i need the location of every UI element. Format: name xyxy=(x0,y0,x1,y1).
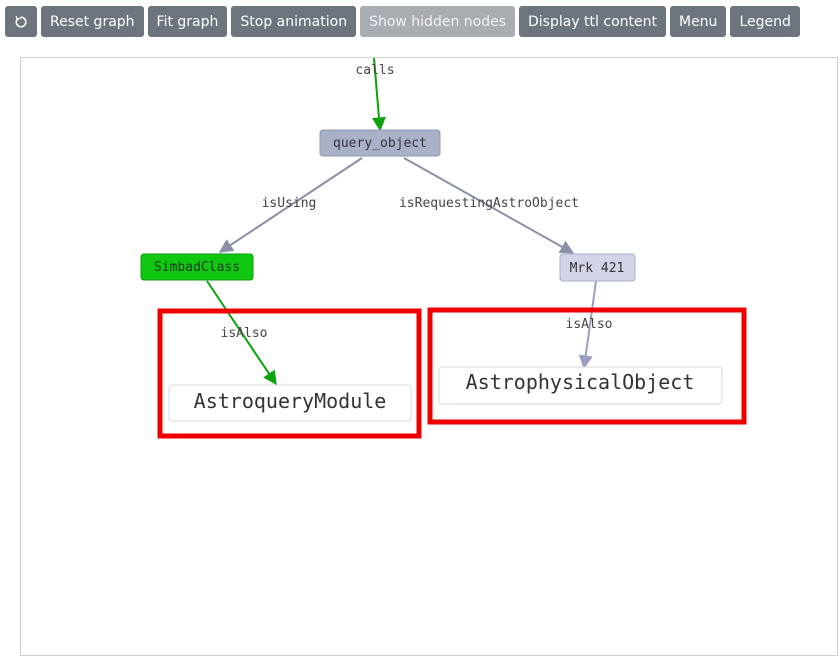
node-simbad-class[interactable]: SimbadClass xyxy=(140,253,254,281)
display-ttl-content-button[interactable]: Display ttl content xyxy=(519,6,666,37)
legend-button[interactable]: Legend xyxy=(730,6,800,37)
reset-graph-button[interactable]: Reset graph xyxy=(41,6,144,37)
graph-svg[interactable]: calls isUsing isRequestingAstroObject is… xyxy=(21,58,838,656)
refresh-button[interactable] xyxy=(5,6,37,37)
stop-animation-button[interactable]: Stop animation xyxy=(231,6,357,37)
node-simbad-class-label: SimbadClass xyxy=(154,260,240,275)
edge-is-requesting[interactable] xyxy=(403,157,575,254)
highlight-box-left xyxy=(157,308,422,439)
node-astrophysical-object[interactable]: AstrophysicalObject xyxy=(438,366,723,405)
node-query-object-label: query_object xyxy=(333,136,427,151)
edge-calls[interactable] xyxy=(371,58,386,132)
node-astroquery-module[interactable]: AstroqueryModule xyxy=(168,384,412,422)
edge-label-is-also-right: isAlso xyxy=(566,317,613,332)
node-query-object[interactable]: query_object xyxy=(319,129,441,157)
edge-is-using[interactable] xyxy=(218,157,363,253)
graph-canvas[interactable]: calls isUsing isRequestingAstroObject is… xyxy=(20,57,838,656)
edge-label-is-using: isUsing xyxy=(262,196,317,211)
node-mrk-421[interactable]: Mrk 421 xyxy=(559,253,636,282)
toolbar: Reset graph Fit graph Stop animation Sho… xyxy=(5,6,800,37)
edge-is-also-left[interactable] xyxy=(206,280,277,386)
refresh-icon xyxy=(15,15,27,28)
edge-label-is-requesting: isRequestingAstroObject xyxy=(399,196,579,211)
node-astrophysical-object-label: AstrophysicalObject xyxy=(466,370,695,394)
edge-is-also-right[interactable] xyxy=(578,280,597,370)
menu-button[interactable]: Menu xyxy=(669,6,727,37)
highlight-box-right xyxy=(427,307,747,425)
node-astroquery-module-label: AstroqueryModule xyxy=(194,389,387,413)
show-hidden-nodes-button[interactable]: Show hidden nodes xyxy=(360,6,515,37)
fit-graph-button[interactable]: Fit graph xyxy=(147,6,228,37)
edge-label-calls: calls xyxy=(355,63,394,78)
edge-label-is-also-left: isAlso xyxy=(221,326,268,341)
node-mrk-421-label: Mrk 421 xyxy=(570,261,625,276)
